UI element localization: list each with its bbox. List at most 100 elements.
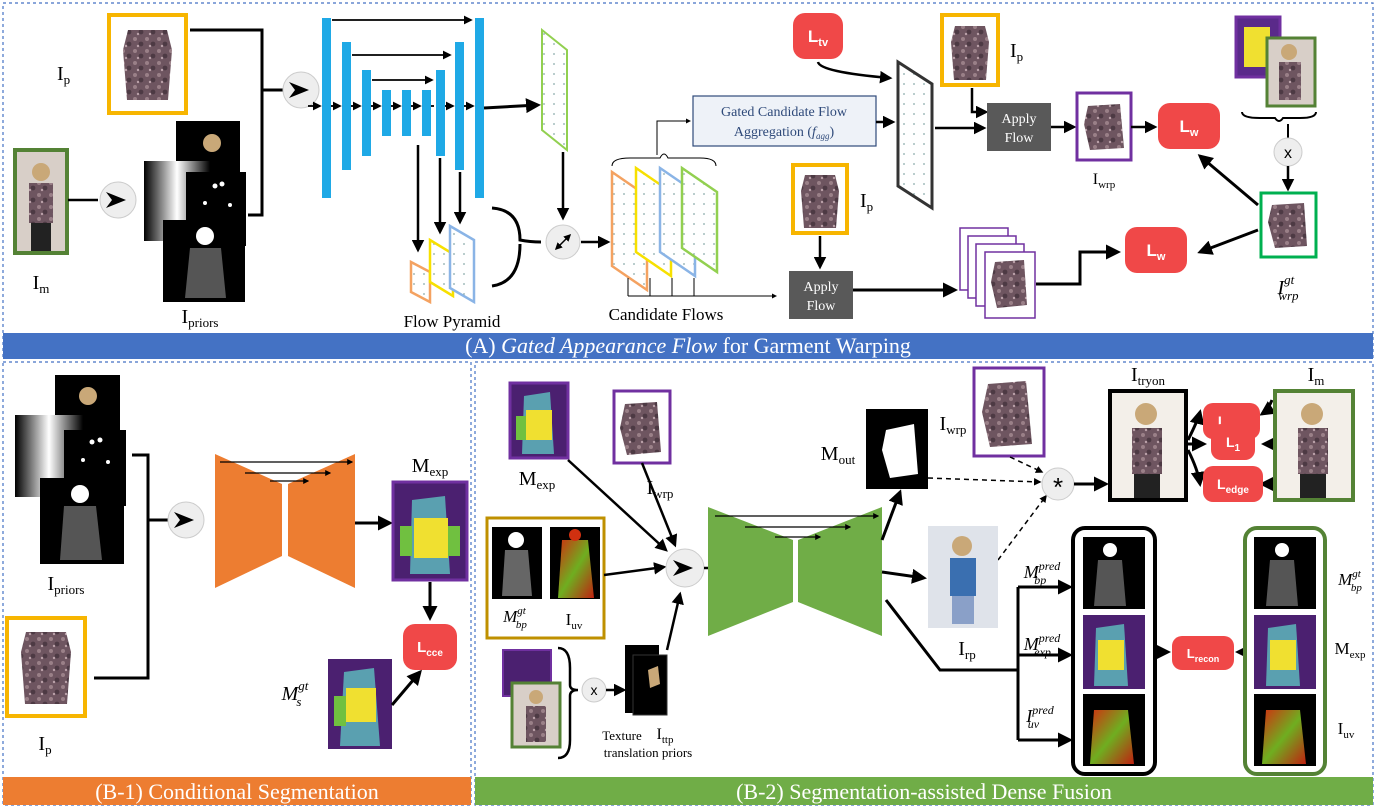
priors-stack [144, 121, 246, 302]
panel-b1-band [3, 777, 471, 805]
ttp-brace [557, 646, 579, 760]
label-mexp-b1: Mexp [412, 455, 449, 479]
label-candidate-flows: Candidate Flows [609, 305, 724, 324]
fusion-dashed-arrows [927, 456, 1047, 561]
pred-branch-lines [884, 579, 1073, 748]
pyramid-bracket [491, 206, 542, 288]
ltv-arrow [816, 61, 893, 84]
loss-lw-2: Lw [1125, 227, 1187, 273]
svg-text:L1: L1 [1226, 434, 1241, 454]
candidates-top-brace [611, 153, 717, 167]
flow-unet [322, 18, 484, 198]
label-iwrp-b2-right: Iwrp [940, 413, 967, 437]
svg-text:*: * [1053, 472, 1063, 502]
multiply-operator-b2: x [581, 677, 607, 703]
garment-image-ip-b1 [5, 616, 87, 718]
label-texture-2: translation priors [604, 745, 692, 760]
label-ip: Ip [57, 63, 70, 87]
apply-flow-box-2: Apply Flow [789, 271, 853, 319]
label-ip-2: Ip [1010, 40, 1023, 64]
svg-text:x: x [1284, 145, 1292, 162]
loss-lw-1: Lw [1158, 103, 1220, 149]
label-irp: Irp [958, 638, 976, 662]
label-mexp-right: Mexp [1334, 639, 1366, 661]
extract-operator-2 [282, 71, 320, 109]
fusion-skip-arrows [715, 513, 880, 540]
svg-text:Flow: Flow [807, 299, 837, 314]
pred-stack [1071, 526, 1157, 776]
im-image-b2 [1273, 389, 1355, 502]
label-im-b2: Im [1308, 364, 1325, 388]
label-ip-b1: Ip [38, 733, 51, 757]
label-mexp-b2: Mexp [519, 468, 556, 492]
gt-pair-images [1234, 15, 1317, 108]
warped-candidates-stack [959, 227, 1036, 319]
mexp-image-b1 [391, 480, 469, 582]
garment-image-ip-2 [940, 13, 1000, 87]
irp-image [928, 526, 998, 628]
svg-text:Ltv: Ltv [808, 27, 829, 49]
model-image-im [13, 148, 69, 255]
b2-input-arrows [567, 459, 684, 651]
panel-a-title: (A) Gated Appearance Flow for Garment Wa… [465, 333, 911, 358]
warped-image-iwrp [1075, 91, 1133, 162]
loss-l1: L1 [1211, 424, 1255, 460]
extract-operator-b1 [167, 501, 205, 539]
svg-text:Ledge: Ledge [1217, 476, 1249, 496]
label-ip-3: Ip [860, 190, 873, 214]
extract-operator-b2 [665, 548, 705, 588]
flow-output-map [541, 27, 568, 153]
mout-image [866, 409, 928, 489]
svg-text:Gated Candidate Flow: Gated Candidate Flow [721, 105, 848, 120]
svg-text:Apply: Apply [804, 280, 839, 295]
candidates-bottom-lines [627, 278, 776, 296]
multiply-operator-a: x [1273, 137, 1303, 167]
loss-ltv: Ltv [793, 13, 843, 59]
ttp-image [625, 645, 668, 716]
bracket-inputs-a [190, 28, 264, 217]
label-iwrp: Iwrp [1093, 171, 1116, 191]
label-ipriors: Ipriors [181, 306, 218, 330]
segmentation-net-b1 [215, 454, 355, 588]
mexp-image-b2 [508, 381, 570, 460]
garment-image-ip [107, 13, 188, 115]
aggregated-flow-map [896, 59, 934, 211]
loss-ledge: Ledge [1203, 466, 1263, 502]
panel-b1-title: (B-1) Conditional Segmentation [95, 779, 379, 804]
extract-operator-1 [68, 181, 137, 219]
svg-text:Flow: Flow [1005, 131, 1035, 146]
net-to-irp-arrow [881, 568, 927, 584]
warped-gt-image [1259, 191, 1318, 259]
label-im: Im [33, 272, 50, 296]
label-ittp: Ittp [657, 726, 674, 746]
label-iuv: Iuv [566, 610, 583, 632]
priors-stack-b1 [15, 375, 126, 564]
flow-pyramid [409, 223, 476, 305]
gt-to-lw2-arrow [1197, 228, 1259, 255]
label-ipriors-b1: Ipriors [47, 573, 84, 597]
gt-to-lw1-arrow [1197, 154, 1259, 207]
ms-gt-image [328, 659, 392, 749]
iwrp-image-b2 [612, 389, 672, 465]
stack-to-lw2-arrow [1036, 244, 1121, 286]
gt-pair-brace [1241, 111, 1317, 122]
svg-text:Aggregation (fagg): Aggregation (fagg) [734, 125, 835, 141]
iwrp-image-b2-right [972, 366, 1046, 458]
candidates-to-gated [656, 118, 691, 155]
svg-text:Apply: Apply [1002, 112, 1037, 127]
svg-text:Lw: Lw [1180, 117, 1199, 139]
panel-b2-band [475, 777, 1373, 805]
pyramid-arrows [411, 145, 467, 253]
label-mout: Mout [821, 443, 856, 467]
label-iwrp-b2: Iwrp [647, 477, 674, 501]
bracket-b1 [94, 453, 168, 680]
svg-text:Lw: Lw [1147, 241, 1166, 263]
fusion-net-b2 [708, 507, 882, 636]
gated-aggregation-box: Gated Candidate Flow Aggregation (fagg) [692, 95, 877, 147]
